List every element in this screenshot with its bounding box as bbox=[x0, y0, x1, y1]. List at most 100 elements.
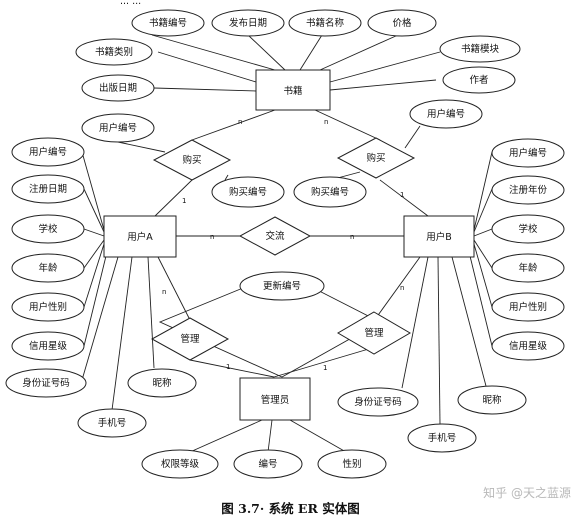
svg-text:用户编号: 用户编号 bbox=[427, 108, 465, 120]
attr-buy-left-purchase-id: 购买编号 bbox=[211, 176, 285, 208]
relationship-exchange: 交流 bbox=[238, 216, 312, 256]
svg-text:作者: 作者 bbox=[469, 74, 488, 86]
svg-text:身份证号码: 身份证号码 bbox=[354, 396, 402, 408]
card-usera-manage: n bbox=[162, 288, 166, 296]
watermark: 知乎 @天之蓝源 bbox=[483, 486, 571, 500]
attr-usera-reg-date: 注册日期 bbox=[11, 174, 85, 204]
attr-userb-nickname: 昵称 bbox=[457, 385, 527, 415]
svg-text:购买: 购买 bbox=[182, 154, 201, 166]
attr-userb-idcard: 身份证号码 bbox=[337, 387, 419, 417]
svg-text:更新编号: 更新编号 bbox=[263, 280, 301, 292]
svg-text:购买编号: 购买编号 bbox=[229, 186, 267, 198]
svg-text:信用星级: 信用星级 bbox=[509, 340, 548, 352]
svg-text:价格: 价格 bbox=[392, 17, 412, 29]
figure-caption: 图 3.7· 系统 ER 实体图 bbox=[221, 501, 360, 516]
attr-userb-school: 学校 bbox=[491, 214, 565, 244]
attr-admin-permission: 权限等级 bbox=[141, 449, 219, 479]
attr-book-author: 作者 bbox=[442, 66, 516, 94]
svg-text:注册日期: 注册日期 bbox=[29, 183, 67, 195]
attr-userb-reg-year: 注册年份 bbox=[491, 175, 565, 205]
entity-admin: 管理员 bbox=[239, 377, 311, 421]
header-fragment: ... ... bbox=[120, 0, 141, 7]
svg-text:用户编号: 用户编号 bbox=[99, 122, 137, 134]
attr-userb-id: 用户编号 bbox=[491, 138, 565, 168]
svg-text:交流: 交流 bbox=[265, 230, 285, 242]
svg-text:学校: 学校 bbox=[38, 223, 58, 235]
connectors bbox=[81, 34, 493, 453]
svg-text:书籍编号: 书籍编号 bbox=[149, 17, 187, 29]
card-userb-manage: n bbox=[400, 284, 404, 292]
relationship-buy-right: 购买 bbox=[336, 137, 416, 179]
relationship-attributes: 用户编号 购买编号 用户编号 购买编号 更新编号 bbox=[81, 99, 483, 301]
card-manage-right-admin: 1 bbox=[323, 364, 327, 372]
svg-text:编号: 编号 bbox=[258, 458, 277, 470]
attr-userb-gender: 用户性别 bbox=[491, 292, 565, 322]
svg-text:购买编号: 购买编号 bbox=[311, 186, 349, 198]
attr-book-module: 书籍模块 bbox=[439, 35, 521, 63]
svg-text:信用星级: 信用星级 bbox=[29, 340, 68, 352]
attr-buy-left-user-id: 用户编号 bbox=[81, 113, 155, 143]
attr-usera-gender: 用户性别 bbox=[11, 292, 85, 322]
entity-user-b: 用户B bbox=[403, 215, 475, 258]
attr-book-name: 书籍名称 bbox=[288, 9, 362, 37]
svg-text:管理: 管理 bbox=[180, 333, 200, 345]
attr-usera-school: 学校 bbox=[11, 214, 85, 244]
svg-text:权限等级: 权限等级 bbox=[161, 458, 200, 470]
relationship-manage-left: 管理 bbox=[150, 317, 230, 361]
user-a-attributes: 用户编号 注册日期 学校 年龄 用户性别 信用星级 身份证号码 手机号 昵称 bbox=[5, 137, 197, 438]
svg-text:用户编号: 用户编号 bbox=[509, 147, 547, 159]
attr-buy-right-user-id: 用户编号 bbox=[409, 99, 483, 129]
svg-text:手机号: 手机号 bbox=[428, 432, 457, 444]
svg-text:昵称: 昵称 bbox=[152, 377, 172, 389]
entity-book: 书籍 bbox=[255, 69, 331, 111]
svg-text:身份证号码: 身份证号码 bbox=[22, 377, 70, 389]
attr-usera-nickname: 昵称 bbox=[127, 368, 197, 398]
svg-text:发布日期: 发布日期 bbox=[229, 17, 267, 29]
svg-text:用户性别: 用户性别 bbox=[509, 301, 547, 313]
svg-text:用户编号: 用户编号 bbox=[29, 146, 67, 158]
svg-text:用户A: 用户A bbox=[127, 231, 153, 243]
card-buy-right-userb: 1 bbox=[400, 191, 404, 199]
svg-text:书籍模块: 书籍模块 bbox=[461, 43, 500, 55]
cardinality-marks: n n 1 1 n n n n 1 1 bbox=[162, 118, 404, 372]
svg-text:管理: 管理 bbox=[364, 327, 384, 339]
card-buy-left-usera: 1 bbox=[182, 197, 186, 205]
attr-userb-phone: 手机号 bbox=[407, 423, 477, 453]
svg-text:出版日期: 出版日期 bbox=[99, 82, 137, 94]
attr-usera-credit: 信用星级 bbox=[11, 331, 85, 361]
card-manage-left-admin: 1 bbox=[226, 363, 230, 371]
svg-text:管理员: 管理员 bbox=[261, 394, 290, 406]
attr-update-id: 更新编号 bbox=[239, 271, 325, 301]
attr-usera-idcard: 身份证号码 bbox=[5, 368, 87, 398]
card-book-buy-left: n bbox=[238, 118, 242, 126]
svg-text:书籍类别: 书籍类别 bbox=[95, 46, 133, 58]
relationship-buy-left: 购买 bbox=[152, 139, 232, 181]
attr-admin-id: 编号 bbox=[233, 449, 303, 479]
attr-book-price: 价格 bbox=[367, 9, 437, 37]
svg-text:手机号: 手机号 bbox=[98, 417, 127, 429]
attr-usera-phone: 手机号 bbox=[77, 408, 147, 438]
book-attributes: 书籍编号 发布日期 书籍名称 价格 书籍类别 书籍模块 出版日期 作者 bbox=[75, 9, 521, 102]
svg-text:性别: 性别 bbox=[342, 458, 361, 470]
svg-text:用户B: 用户B bbox=[426, 231, 452, 243]
svg-text:用户性别: 用户性别 bbox=[29, 301, 67, 313]
attr-admin-gender: 性别 bbox=[317, 449, 387, 479]
svg-text:购买: 购买 bbox=[366, 152, 385, 164]
admin-attributes: 权限等级 编号 性别 bbox=[141, 449, 387, 479]
svg-text:书籍名称: 书籍名称 bbox=[306, 17, 345, 29]
user-b-attributes: 用户编号 注册年份 学校 年龄 用户性别 信用星级 身份证号码 手机号 昵称 bbox=[337, 138, 565, 453]
attr-book-category: 书籍类别 bbox=[75, 38, 153, 66]
relationship-manage-right: 管理 bbox=[337, 311, 411, 355]
svg-text:年龄: 年龄 bbox=[38, 262, 58, 274]
attr-book-id: 书籍编号 bbox=[131, 9, 205, 37]
svg-text:年龄: 年龄 bbox=[518, 262, 538, 274]
svg-text:昵称: 昵称 bbox=[482, 394, 502, 406]
attr-book-publish-date: 发布日期 bbox=[211, 9, 285, 37]
svg-text:书籍: 书籍 bbox=[283, 85, 302, 97]
attr-buy-right-purchase-id: 购买编号 bbox=[293, 176, 367, 208]
svg-text:学校: 学校 bbox=[518, 223, 538, 235]
attr-userb-age: 年龄 bbox=[491, 253, 565, 283]
svg-text:注册年份: 注册年份 bbox=[509, 184, 548, 196]
entity-user-a: 用户A bbox=[103, 215, 177, 258]
